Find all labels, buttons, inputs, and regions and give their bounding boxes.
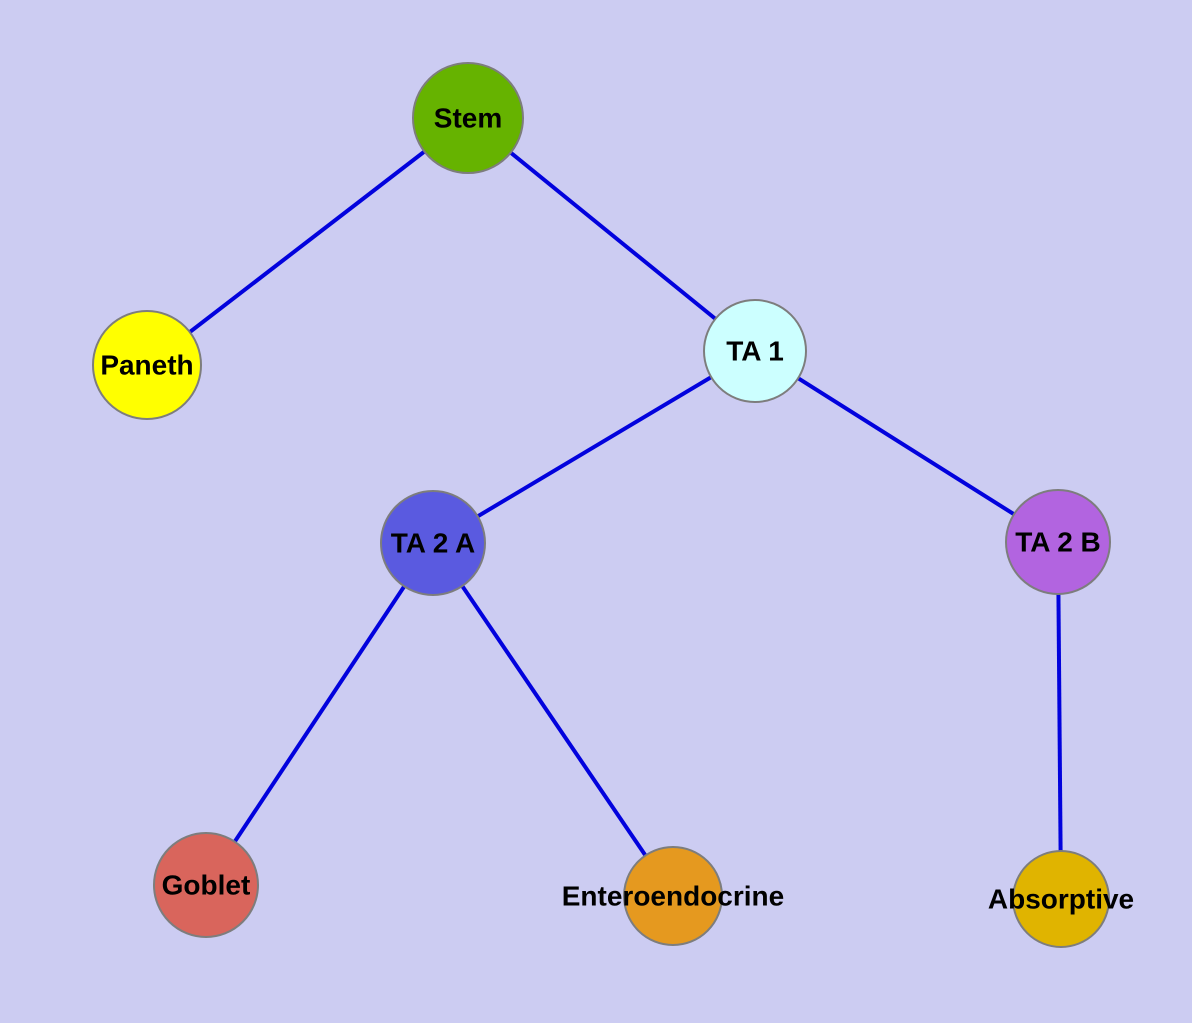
node-circle-goblet[interactable]	[153, 832, 259, 938]
node-circle-ta1[interactable]	[703, 299, 807, 403]
node-absorptive[interactable]: Absorptive	[988, 850, 1134, 948]
node-ta2b[interactable]: TA 2 B	[1005, 489, 1111, 595]
node-circle-stem[interactable]	[412, 62, 524, 174]
node-ta2a[interactable]: TA 2 A	[380, 490, 486, 596]
node-enteroendocrine[interactable]: Enteroendocrine	[562, 846, 784, 946]
edge-stem-paneth[interactable]	[145, 116, 470, 367]
edge-ta1-ta2b[interactable]	[753, 349, 1060, 544]
node-goblet[interactable]: Goblet	[153, 832, 259, 938]
node-circle-paneth[interactable]	[92, 310, 202, 420]
node-circle-absorptive[interactable]	[1012, 850, 1110, 948]
node-stem[interactable]: Stem	[412, 62, 524, 174]
edge-ta2b-absorptive[interactable]	[1056, 541, 1063, 900]
node-circle-enteroendocrine[interactable]	[623, 846, 723, 946]
edge-ta1-ta2a[interactable]	[431, 349, 757, 545]
node-circle-ta2b[interactable]	[1005, 489, 1111, 595]
edge-stem-ta1[interactable]	[466, 116, 757, 353]
node-paneth[interactable]: Paneth	[92, 310, 202, 420]
edge-ta2a-goblet[interactable]	[204, 541, 435, 887]
node-ta1[interactable]: TA 1	[703, 299, 807, 403]
node-circle-ta2a[interactable]	[380, 490, 486, 596]
edge-ta2a-enteroendocrine[interactable]	[431, 541, 675, 898]
